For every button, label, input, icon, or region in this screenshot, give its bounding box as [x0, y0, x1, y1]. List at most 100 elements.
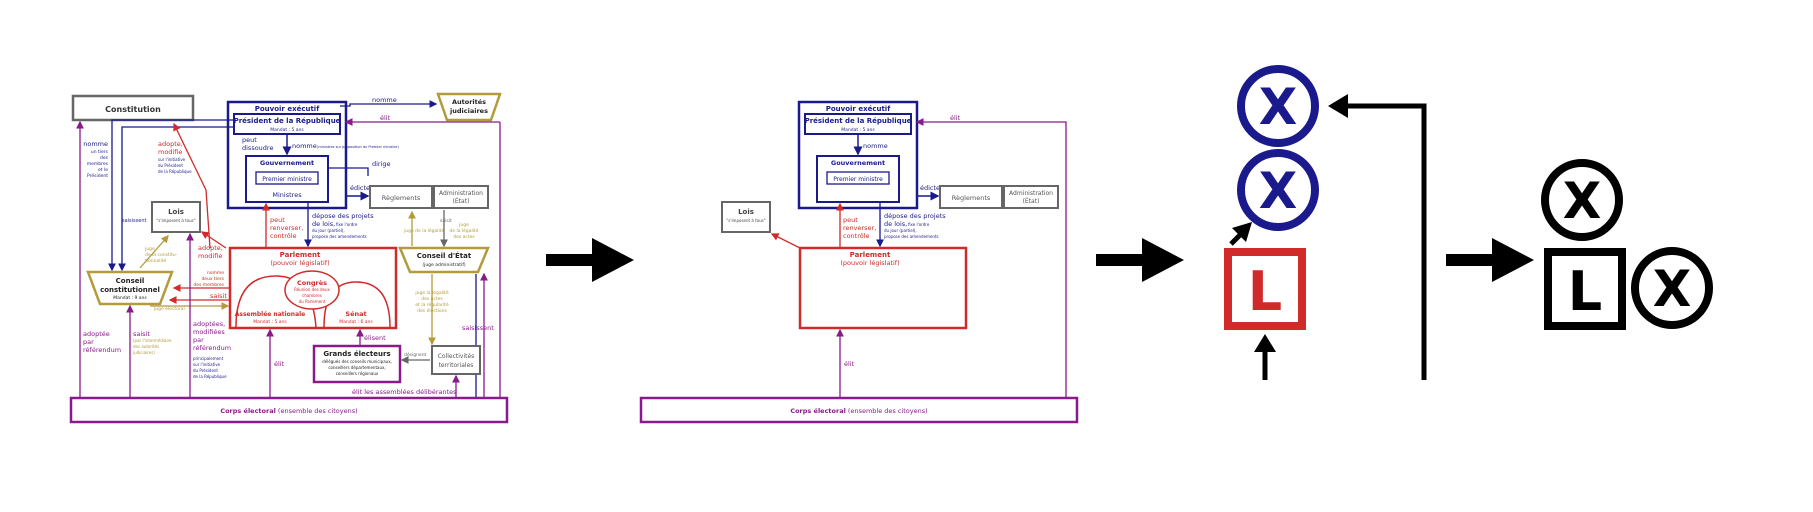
judicial-authorities-1: Autorités: [452, 98, 486, 106]
p2-elit-label: élit: [844, 360, 855, 368]
assemblee-term: Mandat : 5 ans: [253, 319, 287, 325]
p2-corps-electoral-sub: (ensemble des citoyens): [848, 407, 928, 415]
p2-parliament-title: Parlement: [850, 251, 891, 259]
adopte-modifie2-1: adopte,: [198, 244, 223, 252]
parliament-to-lois-arrow: [200, 231, 227, 249]
p2-peut-renverser-2: renverser,: [843, 224, 876, 232]
adoptees-note-2: sur l'initiative: [193, 362, 221, 367]
president-to-cc-arrow-2: [118, 126, 234, 272]
p3-legislative-symbol: [1224, 248, 1306, 330]
p2-pm-label: Premier ministre: [833, 176, 883, 183]
corps-electoral-sub: (ensemble des citoyens): [278, 407, 358, 415]
p2-parliament-box: [798, 246, 968, 330]
corps-electoral-title: Corps électoral: [220, 407, 276, 415]
juge-constit-1: juge: [144, 246, 155, 252]
p3-government-x: X: [1259, 162, 1298, 220]
nomme-pm-label: nomme: [292, 142, 317, 150]
adopte-modifie-2: modifie: [158, 148, 182, 156]
elisent-label: élisent: [364, 334, 386, 342]
panel-final-symbol: X L X: [1541, 159, 1713, 330]
pm-box: [255, 171, 319, 185]
juge-regularite-1: juge la légalité: [414, 289, 448, 296]
p2-administration-2: (État): [1023, 197, 1040, 205]
juge-regularite-4: des élections: [417, 307, 447, 314]
adoptees-note-4: de la République: [193, 374, 227, 379]
congres-note-3: du Parlement: [299, 299, 326, 304]
juge-regularite-3: et la régularité: [415, 301, 449, 308]
p3-legislative-l: L: [1248, 260, 1282, 323]
p2-lois-label: Lois: [738, 208, 754, 216]
p2-lois-note: "s'imposent à tous": [726, 218, 765, 223]
p2-elit-top-label: élit: [950, 114, 961, 122]
president-to-cc-arrow: [108, 119, 234, 272]
designent-label: désignent: [404, 351, 427, 358]
executive-box: [226, 100, 348, 210]
conseil-constit-term: Mandat : 9 ans: [113, 295, 147, 301]
p3-president-x: X: [1259, 78, 1298, 136]
conseil-constit-shape: [86, 270, 174, 306]
judicial-authorities-shape: [436, 92, 502, 122]
saisit-note-2: des autorités: [133, 344, 159, 349]
parliament-title: Parlement: [280, 251, 321, 259]
p2-administration-box: [1003, 185, 1059, 209]
depose-note-3: propose des amendements: [312, 234, 367, 239]
grands-electeurs-box: [312, 344, 402, 384]
depose-2: de lois,: [312, 220, 335, 228]
p2-corps-electoral-line: Corps électoral (ensemble des citoyens): [790, 407, 927, 415]
grands-electeurs-note-2: conseillers départementaux,: [328, 365, 385, 370]
p3-feedback-head: [1328, 94, 1348, 118]
adoptees-ref-3: par: [193, 336, 204, 344]
p2-elit-top-line: [915, 118, 1067, 398]
p2-pm-box: [826, 171, 890, 185]
juge-actes-1: juge: [458, 222, 469, 228]
collectivites-2: territoriales: [439, 362, 474, 369]
adoptee-ref-1: adoptée: [83, 330, 110, 338]
p2-depose-1: dépose des projets: [884, 212, 946, 220]
p2-president-title: Président de la République: [805, 117, 912, 125]
executive-title: Pouvoir exécutif: [255, 105, 320, 113]
conseil-etat-shape: [398, 246, 490, 274]
nomme-left-group: nomme un tiers des membres et le Préside…: [83, 140, 108, 179]
administration-label-1: Administration: [439, 190, 483, 197]
nomme-left-2: un tiers: [91, 149, 109, 155]
president-term: Mandat : 5 ans: [270, 127, 304, 133]
nomme-top-label: nomme: [372, 96, 397, 104]
dirige-label: dirige: [372, 160, 391, 168]
saisit-note-3: judiciaires): [132, 350, 155, 355]
adoptees-note-3: du Président: [193, 368, 218, 373]
juge-legalite-label: juge de la légalité: [403, 227, 445, 234]
p4-x-top-label: X: [1563, 172, 1602, 230]
p2-depose-note-2: du jour (partiel),: [884, 228, 917, 233]
juge-constit-3: tionnalité: [145, 257, 166, 264]
elit-top-label: élit: [380, 114, 391, 122]
nomme-left-6: Président: [87, 172, 108, 179]
p2-parliament-to-lois-arrow: [770, 233, 801, 249]
nomme-pm-note: (ministres sur proposition du Premier mi…: [317, 145, 399, 149]
grands-electeurs-title: Grands électeurs: [323, 350, 390, 358]
conseil-etat-title: Conseil d'État: [417, 251, 472, 260]
conseil-constit-2: constitutionnel: [100, 286, 160, 294]
p2-president-term: Mandat : 5 ans: [841, 127, 875, 133]
peut-renverser-3: contrôle: [270, 232, 297, 240]
government-title: Gouvernement: [260, 159, 314, 167]
congres-ellipse: [284, 270, 340, 310]
panel-full-diagram: Constitution Pouvoir exécutif Président …: [69, 92, 509, 424]
saisit-ref-label: saisit: [133, 330, 150, 338]
p2-lois-box: [721, 201, 771, 233]
parliament-sub: (pouvoir législatif): [270, 259, 329, 267]
lois-box: [151, 201, 201, 233]
depose-1: dépose des projets: [312, 212, 374, 220]
juge-actes-2: de la légalité: [449, 227, 478, 234]
p4-l-label: L: [1568, 260, 1602, 323]
p2-peut-renverser-3: contrôle: [843, 232, 870, 240]
adoptees-note-1: principalement: [193, 356, 224, 361]
saisit-left: saisit: [210, 292, 227, 300]
peut-renverser-2: renverser,: [270, 224, 303, 232]
p4-x-right-label: X: [1653, 260, 1692, 318]
reglements-box: [369, 185, 433, 209]
constitution-label: Constitution: [105, 105, 161, 114]
peut-dissoudre-1: peut: [242, 136, 257, 144]
p3-government-symbol: [1237, 149, 1319, 231]
juge-regularite-2: des actes: [421, 296, 443, 302]
